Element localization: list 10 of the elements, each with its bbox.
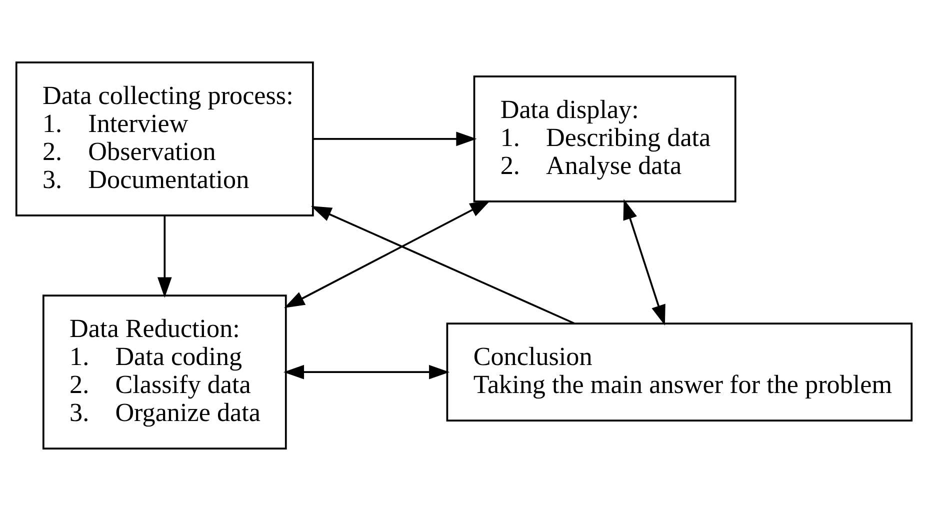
arrow — [623, 199, 666, 326]
node-box: Data display: 1. Describing data 2. Analyse data — [473, 76, 736, 202]
arrow — [283, 364, 450, 380]
arrow — [157, 216, 172, 298]
arrow — [284, 200, 491, 308]
node-box: Data collecting process: 1. Interview 2. Observation 3. Documentation — [15, 62, 314, 216]
arrow — [313, 132, 477, 146]
node-box: Data Reduction: 1. Data coding 2. Classify data 3. Organize data — [42, 294, 287, 450]
node-box: Conclusion Taking the main answer for the problem — [446, 322, 913, 422]
arrow — [310, 206, 575, 324]
